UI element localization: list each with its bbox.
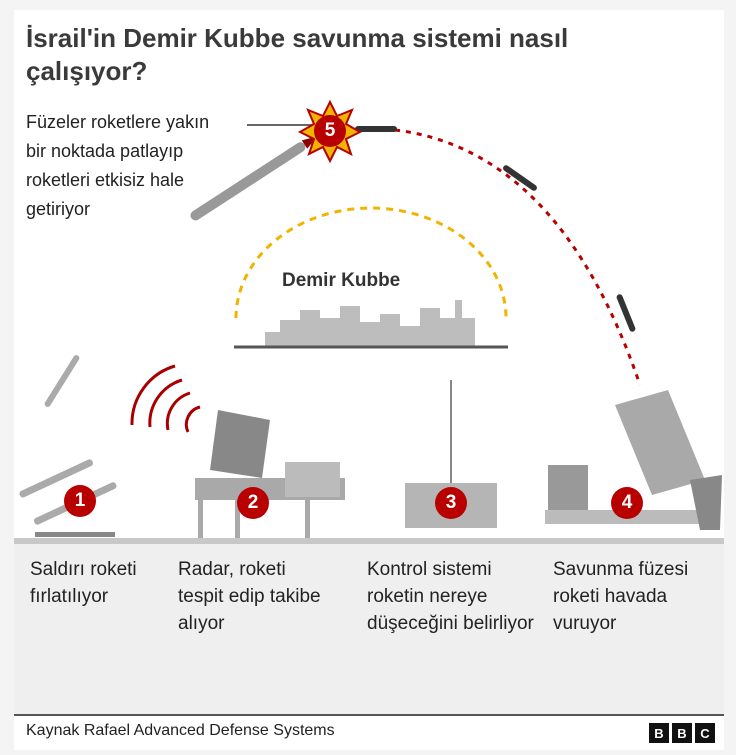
logo-letter: B xyxy=(672,723,692,743)
logo-letter: B xyxy=(649,723,669,743)
footer xyxy=(14,714,724,750)
page-title: İsrail'in Demir Kubbe savunma sistemi na… xyxy=(26,23,569,86)
city-skyline xyxy=(265,300,475,346)
step-4-text: Savunma füzesi roketi havada vuruyor xyxy=(553,559,689,634)
step-4-badge: 4 xyxy=(611,487,643,519)
step-2-badge: 2 xyxy=(237,487,269,519)
infographic-panel xyxy=(14,10,724,540)
step-3-text: Kontrol sistemi roketin nereye düşeceğin… xyxy=(367,559,534,634)
source-text: Kaynak Rafael Advanced Defense Systems xyxy=(26,722,335,739)
interceptor-missile-icon xyxy=(355,126,636,332)
step-5-badge: 5 xyxy=(314,115,346,147)
bbc-logo: B B C xyxy=(649,723,715,743)
dome-arc xyxy=(234,206,508,319)
step-3-badge: 3 xyxy=(435,487,467,519)
interception-callout: Füzeler roketlere yakın bir noktada patl… xyxy=(26,112,210,219)
step-1-badge: 1 xyxy=(64,485,96,517)
trajectory-line xyxy=(394,128,642,386)
radar-unit-icon xyxy=(195,410,345,538)
dome-label: Demir Kubbe xyxy=(282,270,401,291)
radar-waves-icon xyxy=(130,364,201,433)
step-1-text: Saldırı roketi fırlatılıyor xyxy=(30,559,137,607)
steps-panel xyxy=(14,540,724,716)
step-2-text: Radar, roketi tespit edip takibe alıyor xyxy=(178,559,321,634)
logo-letter: C xyxy=(695,723,715,743)
